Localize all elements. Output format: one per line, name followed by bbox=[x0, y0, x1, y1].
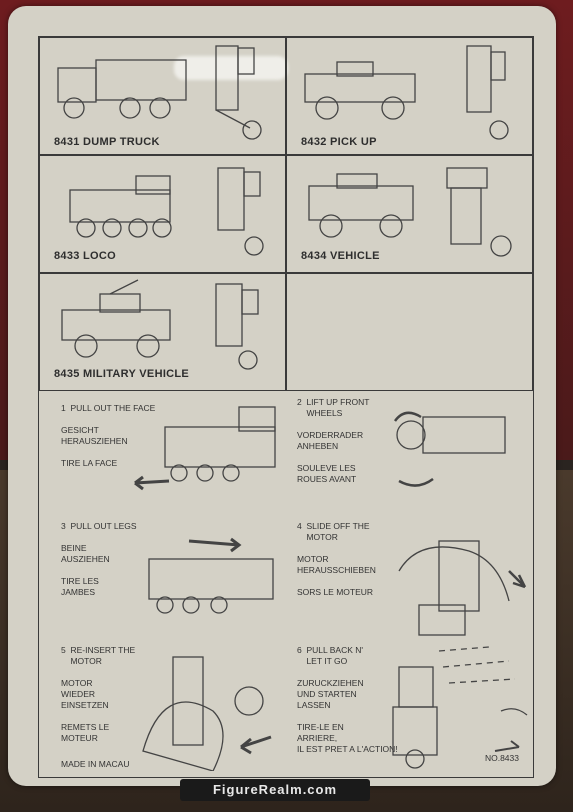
made-in-label: MADE IN MACAU bbox=[61, 759, 130, 769]
figurerealm-watermark: FigureRealm.com bbox=[180, 779, 370, 801]
vehicle-caption: 8432 PICK UP bbox=[301, 136, 377, 148]
blurred-sticker-area bbox=[174, 56, 288, 80]
step-1-text: 1 PULL OUT THE FACE GESICHT HERAUSZIEHEN… bbox=[61, 403, 156, 468]
step-illustrations bbox=[134, 406, 528, 771]
step-2-text: 2 LIFT UP FRONT WHEELS VORDERRADER ANHEB… bbox=[297, 397, 370, 484]
vehicle-caption: 8431 DUMP TRUCK bbox=[54, 136, 160, 148]
instruction-panel: 8431 DUMP TRUCK 8432 PICK UP bbox=[38, 36, 534, 778]
pick-up-drawing bbox=[304, 45, 509, 140]
vehicle-caption: 8433 LOCO bbox=[54, 250, 117, 262]
dump-truck-drawing bbox=[57, 45, 262, 140]
step-5-text: 5 RE-INSERT THE MOTOR MOTOR WIEDER EINSE… bbox=[61, 645, 136, 743]
vehicle-cell-vehicle: 8434 VEHICLE bbox=[286, 155, 533, 273]
vehicle-drawing bbox=[308, 167, 512, 257]
vehicle-cell-military: 8435 MILITARY VEHICLE bbox=[39, 273, 286, 391]
vehicle-caption: 8435 MILITARY VEHICLE bbox=[54, 368, 190, 380]
loco-drawing bbox=[69, 167, 264, 256]
vehicle-cell-dump-truck: 8431 DUMP TRUCK bbox=[39, 37, 286, 155]
vehicle-cell-loco: 8433 LOCO bbox=[39, 155, 286, 273]
step-6-text: 6 PULL BACK N' LET IT GO ZURUCKZIEHEN UN… bbox=[297, 645, 398, 754]
military-vehicle-drawing bbox=[61, 279, 259, 370]
step-3-text: 3 PULL OUT LEGS BEINE AUSZIEHEN TIRE LES… bbox=[61, 521, 137, 597]
vehicle-caption: 8434 VEHICLE bbox=[301, 250, 380, 262]
vehicle-cell-pick-up: 8432 PICK UP bbox=[286, 37, 533, 155]
product-number: NO.8433 bbox=[484, 753, 519, 763]
empty-cell bbox=[286, 273, 533, 391]
instruction-card: 8431 DUMP TRUCK 8432 PICK UP bbox=[8, 6, 556, 786]
step-4-text: 4 SLIDE OFF THE MOTOR MOTOR HERAUSSCHIEB… bbox=[297, 521, 376, 597]
